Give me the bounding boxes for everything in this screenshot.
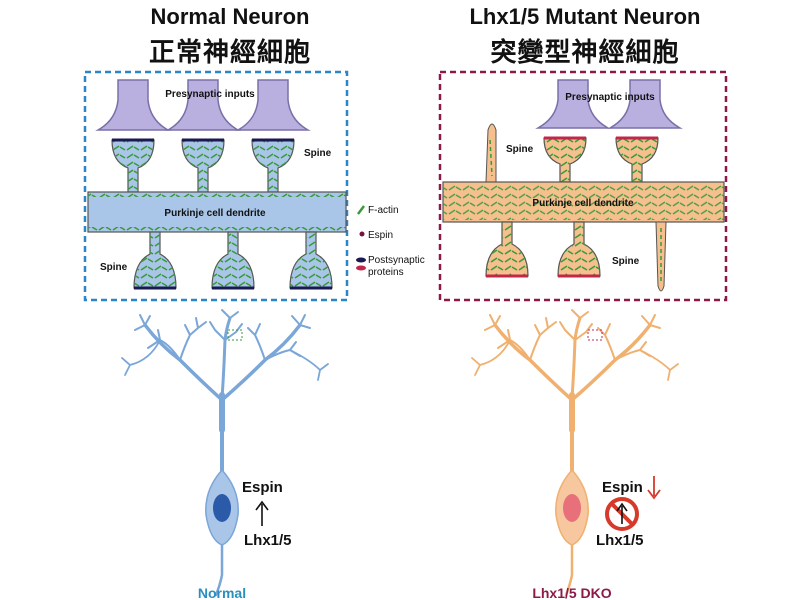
normal-bottom-spines xyxy=(133,231,333,290)
mutant-neuron xyxy=(471,309,679,597)
presynaptic-terminal xyxy=(165,79,241,131)
presynaptic-terminal xyxy=(235,79,311,131)
mutant-synapse-panel: Presynaptic inputs Spine Purkinje cell d… xyxy=(438,70,728,302)
down-arrow-icon xyxy=(647,476,661,500)
mutant-title-en: Lhx1/5 Mutant Neuron xyxy=(469,4,701,29)
factin-legend-icon xyxy=(357,205,365,215)
normal-title-en: Normal Neuron xyxy=(150,4,310,29)
normal-presynaptic-terminals xyxy=(95,79,311,131)
normal-top-spines xyxy=(111,138,295,193)
legend-post2-label: proteins xyxy=(368,267,404,278)
normal-espin-label: Espin xyxy=(242,479,283,496)
spine-actin xyxy=(182,140,224,192)
espin-legend-icon xyxy=(359,231,365,237)
spine-actin xyxy=(252,140,294,192)
postsynaptic-legend-icon xyxy=(356,257,366,263)
mutant-caption: Lhx1/5 DKO xyxy=(532,585,611,600)
mutant-top-spines xyxy=(543,136,659,183)
normal-synapse-panel: Presynaptic inputs Spine Purkinje cell d… xyxy=(83,70,349,302)
normal-title-zh: 正常神經細胞 xyxy=(148,38,311,68)
mutant-espin-label: Espin xyxy=(602,479,643,496)
presynaptic-terminal xyxy=(535,79,611,129)
blocked-icon xyxy=(605,497,639,531)
normal-neuron xyxy=(121,309,329,597)
legend: F-actin Espin Postsynaptic proteins xyxy=(356,205,425,278)
mutant-title-zh: 突變型神經細胞 xyxy=(490,38,680,68)
normal-lhx-label: Lhx1/5 xyxy=(244,532,292,549)
presynaptic-terminal xyxy=(95,79,171,131)
legend-factin-label: F-actin xyxy=(368,205,399,216)
normal-dendrite-label: Purkinje cell dendrite xyxy=(164,208,266,219)
mutant-presynaptic-terminals xyxy=(535,79,683,129)
mutant-spine-bottom-label: Spine xyxy=(612,256,640,267)
normal-panel-border xyxy=(83,70,349,302)
mutant-nucleus xyxy=(563,494,581,522)
mutant-panel-border xyxy=(438,70,728,302)
mutant-spine-top-label: Spine xyxy=(506,144,534,155)
normal-caption: Normal xyxy=(198,585,246,600)
presynaptic-terminal xyxy=(607,79,683,129)
mutant-lhx-label: Lhx1/5 xyxy=(596,532,644,549)
legend-espin-label: Espin xyxy=(368,230,393,241)
thin-protrusion xyxy=(485,123,497,183)
normal-nucleus xyxy=(213,494,231,522)
normal-spine-bottom-label: Spine xyxy=(100,262,128,273)
normal-spine-top-label: Spine xyxy=(304,148,332,159)
mutant-bottom-spines xyxy=(485,221,667,292)
spine-actin xyxy=(112,140,154,192)
mutant-presynaptic-label: Presynaptic inputs xyxy=(565,92,655,103)
legend-post1-label: Postsynaptic xyxy=(368,255,425,266)
mutant-dendrite-label: Purkinje cell dendrite xyxy=(532,198,634,209)
normal-presynaptic-label: Presynaptic inputs xyxy=(165,89,255,100)
